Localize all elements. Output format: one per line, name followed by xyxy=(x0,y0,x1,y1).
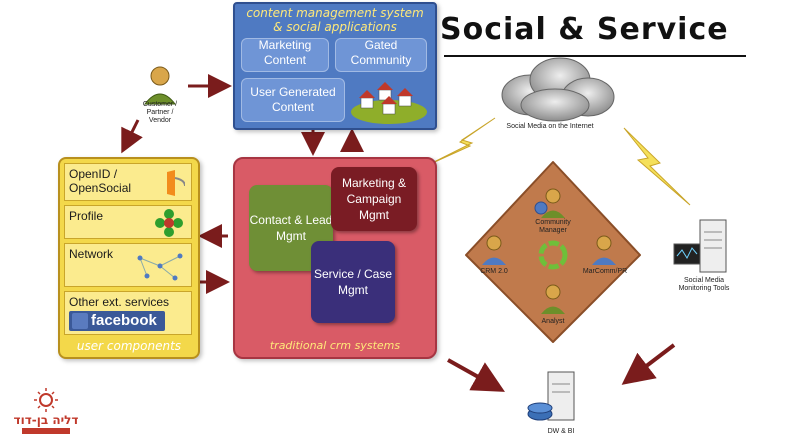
other-services-label: Other ext. services xyxy=(69,295,170,309)
crm-block: Contact & Lead Mgmt Marketing & Campaign… xyxy=(233,157,437,359)
center-cycle-icon xyxy=(538,240,568,270)
arrow-monitoring-to-dw xyxy=(621,343,676,385)
social-crm-diamond xyxy=(465,161,641,343)
customer-label-line3: Vendor xyxy=(148,117,172,124)
social-media-internet-label: Social Media on the Internet xyxy=(506,123,594,130)
community-manager-person-icon xyxy=(534,188,565,218)
crm20-person-icon xyxy=(482,235,506,265)
customer-label-line1: Customer / xyxy=(142,101,178,108)
facebook-photo-icon xyxy=(72,313,88,329)
user-generated-content-box: User Generated Content xyxy=(241,78,345,122)
customer-label: Customer / Partner / Vendor xyxy=(135,101,185,125)
marketing-content-box: Marketing Content xyxy=(241,38,329,72)
gated-community-box: Gated Community xyxy=(335,38,427,72)
customer-label-line2: Partner / xyxy=(146,109,174,116)
monitoring-tools-label: Social Media Monitoring Tools xyxy=(664,277,744,293)
user-components-block: OpenID / OpenSocial Profile Network Othe… xyxy=(58,157,200,359)
other-services-row: Other ext. services facebook xyxy=(64,291,192,335)
houses-icon xyxy=(351,82,427,124)
marketing-campaign-box: Marketing & Campaign Mgmt xyxy=(331,167,417,231)
profile-label: Profile xyxy=(69,209,104,223)
crm-caption: traditional crm systems xyxy=(269,339,401,352)
openid-label: OpenID / OpenSocial xyxy=(69,167,132,195)
network-graph-icon xyxy=(137,253,183,281)
user-components-caption: user components xyxy=(76,339,182,353)
customer-person-icon xyxy=(143,66,177,105)
community-manager-label: Community Manager xyxy=(535,219,571,234)
arrow-customer-to-user-components xyxy=(121,119,143,154)
network-label: Network xyxy=(69,247,114,261)
logo-sun-icon: דליה בן-דוד xyxy=(14,388,79,434)
cms-block: content management system & social appli… xyxy=(233,2,437,130)
network-row: Network xyxy=(64,243,192,287)
marcomm-label: MarComm/PR xyxy=(582,268,628,275)
monitoring-tools-label-line2: Monitoring Tools xyxy=(678,285,730,292)
monitoring-server-icon xyxy=(673,219,727,273)
profile-row: Profile xyxy=(64,205,192,239)
facebook-label: facebook xyxy=(91,312,157,329)
cms-title: content management system & social appli… xyxy=(235,6,435,34)
svg-text:דליה בן-דוד: דליה בן-דוד xyxy=(14,413,79,427)
facebook-badge: facebook xyxy=(69,311,165,331)
contact-lead-box: Contact & Lead Mgmt xyxy=(249,185,333,271)
service-case-box: Service / Case Mgmt xyxy=(311,241,395,323)
internet-cloud-icon xyxy=(501,57,615,122)
crm20-label: CRM 2.0 xyxy=(480,268,508,275)
dw-bi-label: DW & BI xyxy=(547,428,575,435)
title-underline xyxy=(444,55,746,57)
monitoring-tools-label-line1: Social Media xyxy=(683,277,725,284)
profile-flower-icon xyxy=(155,209,183,237)
cms-title-line2: & social applications xyxy=(273,20,397,34)
marcomm-person-icon xyxy=(592,235,616,265)
analyst-person-icon xyxy=(541,284,565,314)
analyst-label: Analyst xyxy=(541,318,565,325)
openid-row: OpenID / OpenSocial xyxy=(64,163,192,201)
cms-title-line1: content management system xyxy=(246,6,424,20)
lightning-left-icon xyxy=(427,117,496,166)
lightning-right-icon xyxy=(623,127,691,206)
dw-bi-server-icon xyxy=(527,371,575,421)
arrow-crm-to-dw xyxy=(447,358,505,392)
page-title: Social & Service xyxy=(440,12,729,47)
openid-icon xyxy=(167,170,185,196)
